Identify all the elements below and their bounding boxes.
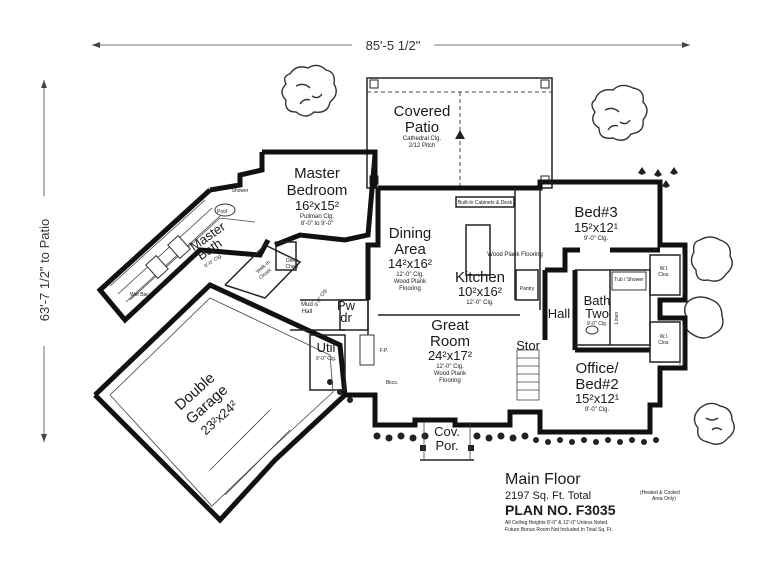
cov-por-label-1: Cov. <box>434 424 460 439</box>
overall-width-dimension: 85'-5 1/2" <box>92 36 690 53</box>
landscape-shrubs <box>327 167 678 445</box>
svg-text:Wood Plank Flooring: Wood Plank Flooring <box>487 252 543 258</box>
svg-text:8'-0" to 9'-0": 8'-0" to 9'-0" <box>301 221 333 227</box>
svg-text:9'-0" Clg.: 9'-0" Clg. <box>587 321 607 327</box>
overall-depth-dimension: 63'-7 1/2" to Patio <box>36 80 52 442</box>
svg-text:Cathedral Clg.: Cathedral Clg. <box>403 136 442 142</box>
svg-text:9'-0" Clg.: 9'-0" Clg. <box>316 356 336 362</box>
svg-text:Chest: Chest <box>285 264 299 270</box>
room-labels: Master Bedroom 16²x15² Pullman Clg. 8'-0… <box>172 165 670 453</box>
svg-text:Bkcs.: Bkcs. <box>386 380 398 386</box>
great-room-label-2: Room <box>430 333 470 350</box>
office-bed2-label-1: Office/ <box>575 360 619 377</box>
pwdr-label-2: dr <box>340 310 352 325</box>
master-bedroom-size: 16²x15² <box>295 198 340 213</box>
svg-text:Flooring: Flooring <box>399 286 421 292</box>
svg-text:12'-0" Clg.: 12'-0" Clg. <box>436 364 464 370</box>
svg-text:Future Bonus Room Not Included: Future Bonus Room Not Included In Total … <box>505 527 613 533</box>
svg-text:Pullman Clg.: Pullman Clg. <box>300 214 334 220</box>
svg-text:9'-0" Clg.: 9'-0" Clg. <box>585 407 610 413</box>
svg-text:Wood Plank: Wood Plank <box>394 279 427 285</box>
svg-text:Pool: Pool <box>217 209 227 215</box>
stor-label: Stor <box>516 338 541 353</box>
office-bed2-size: 15²x12¹ <box>575 391 620 406</box>
master-bedroom-label-1: Master <box>294 165 340 182</box>
exterior-walls <box>93 149 688 524</box>
interior-walls: Tub / Shower Linen Built-In Cabinets & D… <box>224 188 684 461</box>
bath-two-label-1: Bath <box>584 293 611 308</box>
mud-hall-label-2: Hall <box>302 309 312 315</box>
svg-text:W.I.: W.I. <box>660 334 669 340</box>
svg-text:9'-0" Clg.: 9'-0" Clg. <box>584 236 609 242</box>
bed3-label: Bed#3 <box>574 204 617 221</box>
svg-text:9'-0" Clg.: 9'-0" Clg. <box>313 287 328 308</box>
covered-patio-label-1: Covered <box>394 103 451 120</box>
svg-text:Wood Plank: Wood Plank <box>434 371 467 377</box>
svg-text:Clos.: Clos. <box>658 340 669 346</box>
svg-text:12'-0" Clg.: 12'-0" Clg. <box>466 300 494 306</box>
svg-text:W.I.: W.I. <box>660 266 669 272</box>
svg-text:All Ceiling Heights 8'-0" & 12: All Ceiling Heights 8'-0" & 12'-0" Unles… <box>505 520 609 526</box>
pwdr-label-1: Pw <box>337 298 356 313</box>
svg-text:Area Only): Area Only) <box>652 496 676 502</box>
svg-text:2/12 Pitch: 2/12 Pitch <box>409 143 436 149</box>
great-room-label-1: Great <box>431 317 469 334</box>
office-bed2-label-2: Bed#2 <box>575 376 618 393</box>
garage-details <box>109 297 334 507</box>
hall-label: Hall <box>548 306 571 321</box>
covered-patio-label-2: Patio <box>405 119 439 136</box>
svg-text:Clos.: Clos. <box>658 272 669 278</box>
dining-area-label-1: Dining <box>389 225 432 242</box>
svg-text:Tub / Shower: Tub / Shower <box>614 277 644 283</box>
overall-depth-label: 63'-7 1/2" to Patio <box>37 219 52 322</box>
mud-hall-label-1: Mud <box>301 302 313 308</box>
kitchen-size: 10²x16² <box>458 284 503 299</box>
plan-number: PLAN NO. F3035 <box>505 502 616 518</box>
title-block: Main Floor 2197 Sq. Ft. Total (Heated & … <box>505 471 680 533</box>
util-label: Util <box>317 340 336 355</box>
svg-text:Built-In Cabinets & Desk: Built-In Cabinets & Desk <box>458 200 513 206</box>
great-room-size: 24²x17² <box>428 348 473 363</box>
bed3-size: 15²x12¹ <box>574 220 619 235</box>
svg-text:(Heated & Cooled: (Heated & Cooled <box>640 490 680 496</box>
plan-sqft: 2197 Sq. Ft. Total <box>505 490 591 502</box>
plan-title: Main Floor <box>505 471 581 488</box>
overall-width-label: 85'-5 1/2" <box>366 38 421 53</box>
svg-text:Pantry: Pantry <box>520 286 535 292</box>
covered-patio: Covered Patio Cathedral Clg. 2/12 Pitch <box>366 77 553 189</box>
svg-text:Deep: Deep <box>286 258 298 264</box>
master-bath-wing: Pool Shower Wet Bar <box>109 188 256 303</box>
kitchen-label: Kitchen <box>455 269 505 286</box>
svg-text:F.P.: F.P. <box>380 348 388 354</box>
svg-text:Wet Bar: Wet Bar <box>130 292 148 298</box>
svg-text:12'-0" Clg.: 12'-0" Clg. <box>396 272 424 278</box>
svg-text:Flooring: Flooring <box>439 378 461 384</box>
svg-text:Shower: Shower <box>232 188 249 194</box>
dining-area-size: 14²x16² <box>388 256 433 271</box>
bath-two-label-2: Two <box>585 306 609 321</box>
master-bedroom-label-2: Bedroom <box>287 182 348 199</box>
cov-por-label-2: Por. <box>435 438 458 453</box>
svg-text:Linen: Linen <box>614 312 620 324</box>
dining-area-label-2: Area <box>394 241 426 258</box>
landscape-trees <box>281 64 735 445</box>
